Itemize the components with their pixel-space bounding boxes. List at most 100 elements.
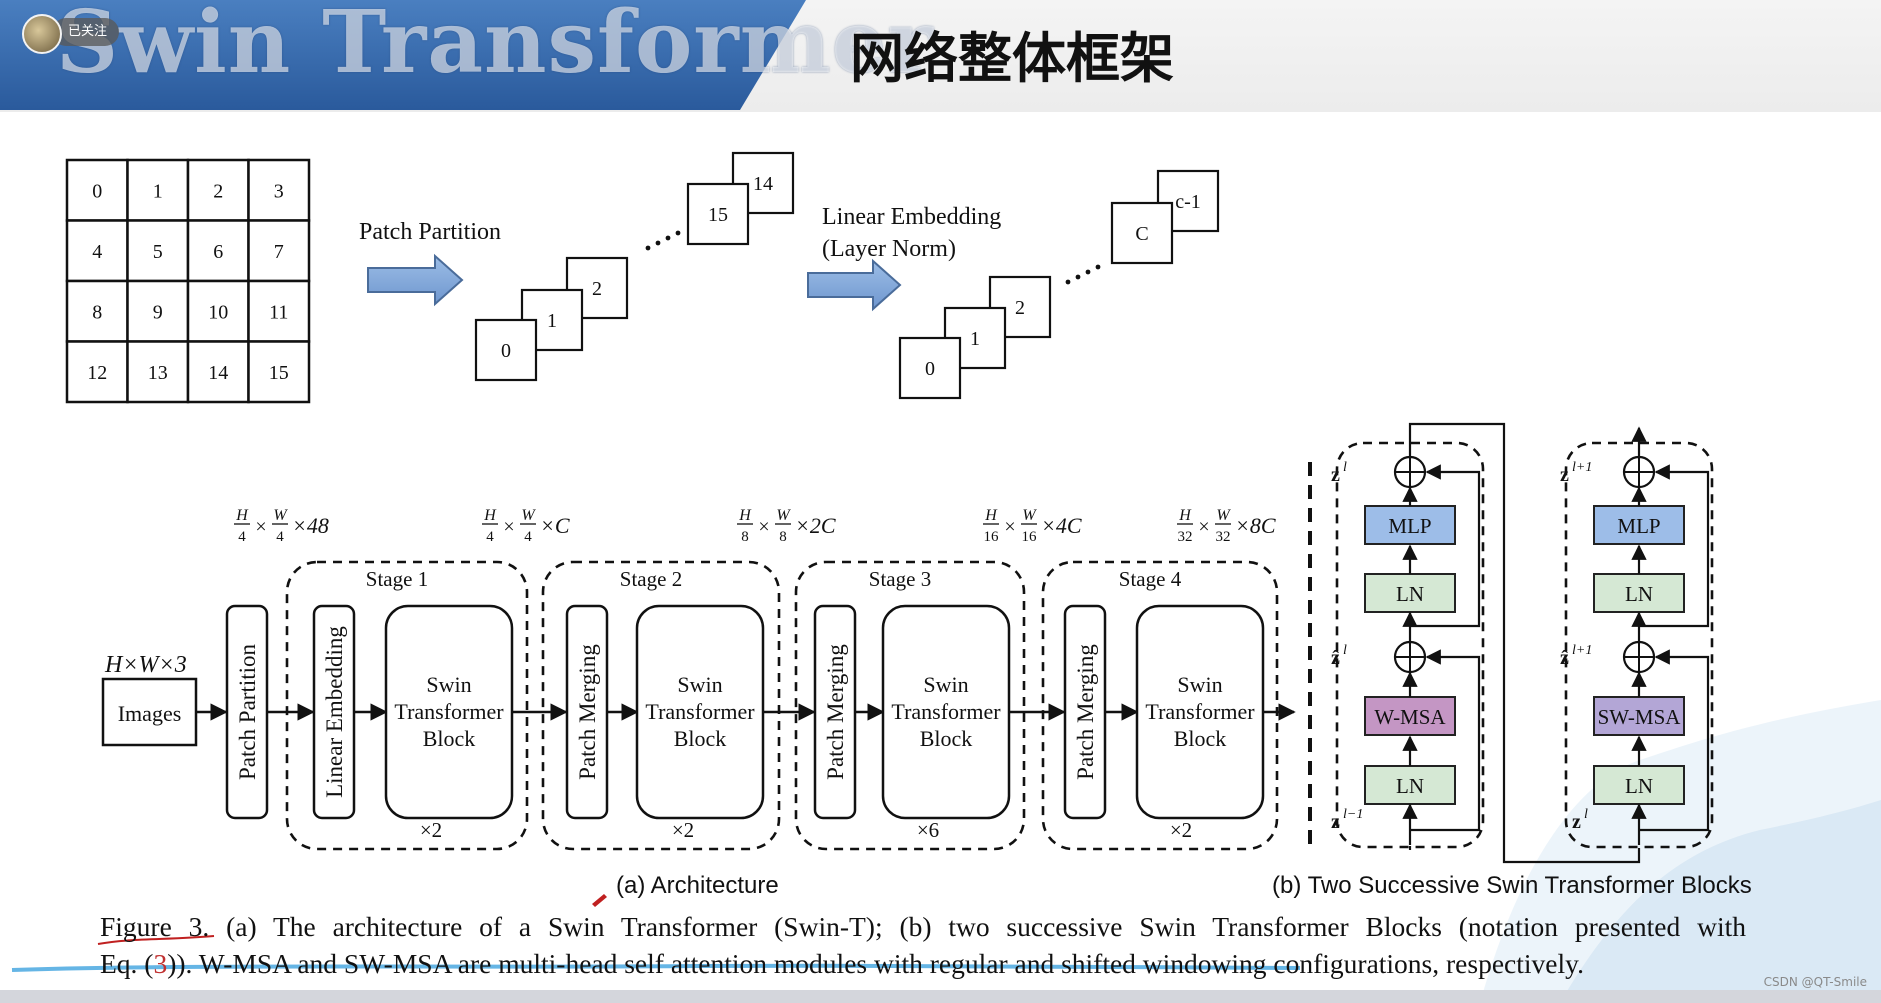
svg-text:W: W xyxy=(273,507,288,524)
left-z-in-sup: l−1 xyxy=(1343,807,1363,822)
architecture-subcaption: (a) Architecture xyxy=(616,872,779,899)
patch-square-label: 0 xyxy=(925,358,935,380)
patch-square-label: 14 xyxy=(753,173,773,195)
right-mlp-box xyxy=(1593,505,1685,545)
left-ln-top-label: LN xyxy=(1396,582,1424,606)
red-underline-annotation xyxy=(97,935,215,945)
block-text: Block xyxy=(423,726,476,751)
svg-text:8: 8 xyxy=(779,529,787,545)
left-z-in: z xyxy=(1331,811,1340,833)
right-block-frame xyxy=(1564,441,1714,849)
grid-cell-label: 14 xyxy=(208,362,228,384)
grid-cell-label: 7 xyxy=(274,241,284,263)
stage-3-repeat: ×6 xyxy=(917,818,939,842)
svg-text:W: W xyxy=(776,507,791,524)
caption-line2: )). W-MSA and SW-MSA are multi-head self… xyxy=(167,948,1584,979)
patch-square xyxy=(898,336,962,400)
ellipsis-dot xyxy=(645,245,651,251)
ellipsis-dot xyxy=(655,240,661,246)
block-text: Transformer xyxy=(394,699,504,724)
right-msa-box xyxy=(1593,696,1685,736)
grid-cell-label: 8 xyxy=(92,301,102,323)
grid-cell xyxy=(247,340,311,404)
right-msa-label: SW-MSA xyxy=(1598,705,1682,729)
svg-text:H: H xyxy=(235,507,249,524)
block-text: Transformer xyxy=(645,699,755,724)
svg-text:×48: ×48 xyxy=(292,513,329,538)
block-text: Block xyxy=(920,726,973,751)
residual-connection xyxy=(1639,464,1710,628)
left-msa-label: W-MSA xyxy=(1374,705,1446,729)
stage-4-label: Stage 4 xyxy=(1119,567,1182,591)
grid-cell xyxy=(186,219,250,283)
ellipsis-dot xyxy=(675,230,681,236)
patch-square-label: 1 xyxy=(547,310,557,332)
input-dims: H×W×3 xyxy=(104,652,187,678)
blocks-subcaption: (b) Two Successive Swin Transformer Bloc… xyxy=(1272,872,1752,899)
svg-text:W: W xyxy=(1022,507,1037,524)
dim-label-0: H4×W4×48 xyxy=(234,507,329,545)
block-text: Block xyxy=(1174,726,1227,751)
svg-text:×: × xyxy=(255,516,266,538)
block-text: Swin xyxy=(677,672,722,697)
left-z-mid: ẑ xyxy=(1331,647,1340,669)
grid-cell-label: 2 xyxy=(213,180,223,202)
linear-embedding-label: Linear Embedding xyxy=(322,626,347,798)
left-ln-bottom-box xyxy=(1364,765,1456,805)
svg-text:H: H xyxy=(483,507,497,524)
patch-stack: 14 15 2 1 0 xyxy=(474,151,795,382)
patch-square xyxy=(474,318,538,382)
follow-badge[interactable]: 已关注 xyxy=(52,18,120,46)
svg-text:×2C: ×2C xyxy=(795,513,836,538)
patch-square-label: c-1 xyxy=(1175,191,1201,213)
patch-square-label: 1 xyxy=(970,328,980,350)
svg-text:×: × xyxy=(503,516,514,538)
left-block-frame xyxy=(1335,441,1485,849)
svg-text:16: 16 xyxy=(1022,529,1038,545)
residual-connection xyxy=(1639,649,1710,832)
svg-text:16: 16 xyxy=(984,529,1000,545)
patch-square-label: 15 xyxy=(708,204,728,226)
dim-label-2: H8×W8×2C xyxy=(737,507,836,545)
grid-cell-label: 1 xyxy=(153,180,163,202)
patch-partition-label: Patch Partition xyxy=(235,643,260,780)
caption-eq-ref[interactable]: 3 xyxy=(153,948,168,979)
svg-text:W: W xyxy=(1216,507,1231,524)
svg-text:×: × xyxy=(1198,516,1209,538)
patch-square-label: 2 xyxy=(592,278,602,300)
stage-3-label: Stage 3 xyxy=(869,567,931,591)
grid-cell xyxy=(65,158,129,222)
svg-text:4: 4 xyxy=(486,529,494,545)
grid-cell xyxy=(186,279,250,343)
dim-label-4: H32×W32×8C xyxy=(1177,507,1276,545)
avatar[interactable] xyxy=(22,14,62,54)
left-z-out-sup: l xyxy=(1343,460,1347,475)
grid-cell-label: 15 xyxy=(269,362,289,384)
left-z-mid-sup: l xyxy=(1343,643,1347,658)
grid-cell xyxy=(247,279,311,343)
pen-cursor-icon xyxy=(592,894,607,907)
background-decoration xyxy=(1480,700,1881,1003)
ellipsis-dot xyxy=(1075,274,1081,280)
left-mlp-label: MLP xyxy=(1388,514,1431,538)
stage-frame xyxy=(541,560,781,851)
stage-2-label: Stage 2 xyxy=(620,567,682,591)
stage-frame xyxy=(794,560,1026,851)
patch-square xyxy=(1110,201,1174,265)
slide-header: Swin Transformer 已关注 网络整体框架 xyxy=(0,0,1881,112)
stage-1-label: Stage 1 xyxy=(366,567,428,591)
grid-cell xyxy=(126,340,190,404)
grid-cell-label: 13 xyxy=(148,362,168,384)
patch-square-label: 0 xyxy=(501,340,511,362)
svg-text:H: H xyxy=(738,507,752,524)
grid-cell-label: 3 xyxy=(274,180,284,202)
right-z-in: z xyxy=(1572,811,1581,833)
stage-frame xyxy=(285,560,529,851)
linear-embedding-text-line2: (Layer Norm) xyxy=(822,236,956,262)
left-z-out: z xyxy=(1331,464,1340,486)
grid-cell-label: 12 xyxy=(87,362,107,384)
images-label: Images xyxy=(118,701,182,726)
caption-line1: (a) The architecture of a Swin Transform… xyxy=(226,911,1746,942)
